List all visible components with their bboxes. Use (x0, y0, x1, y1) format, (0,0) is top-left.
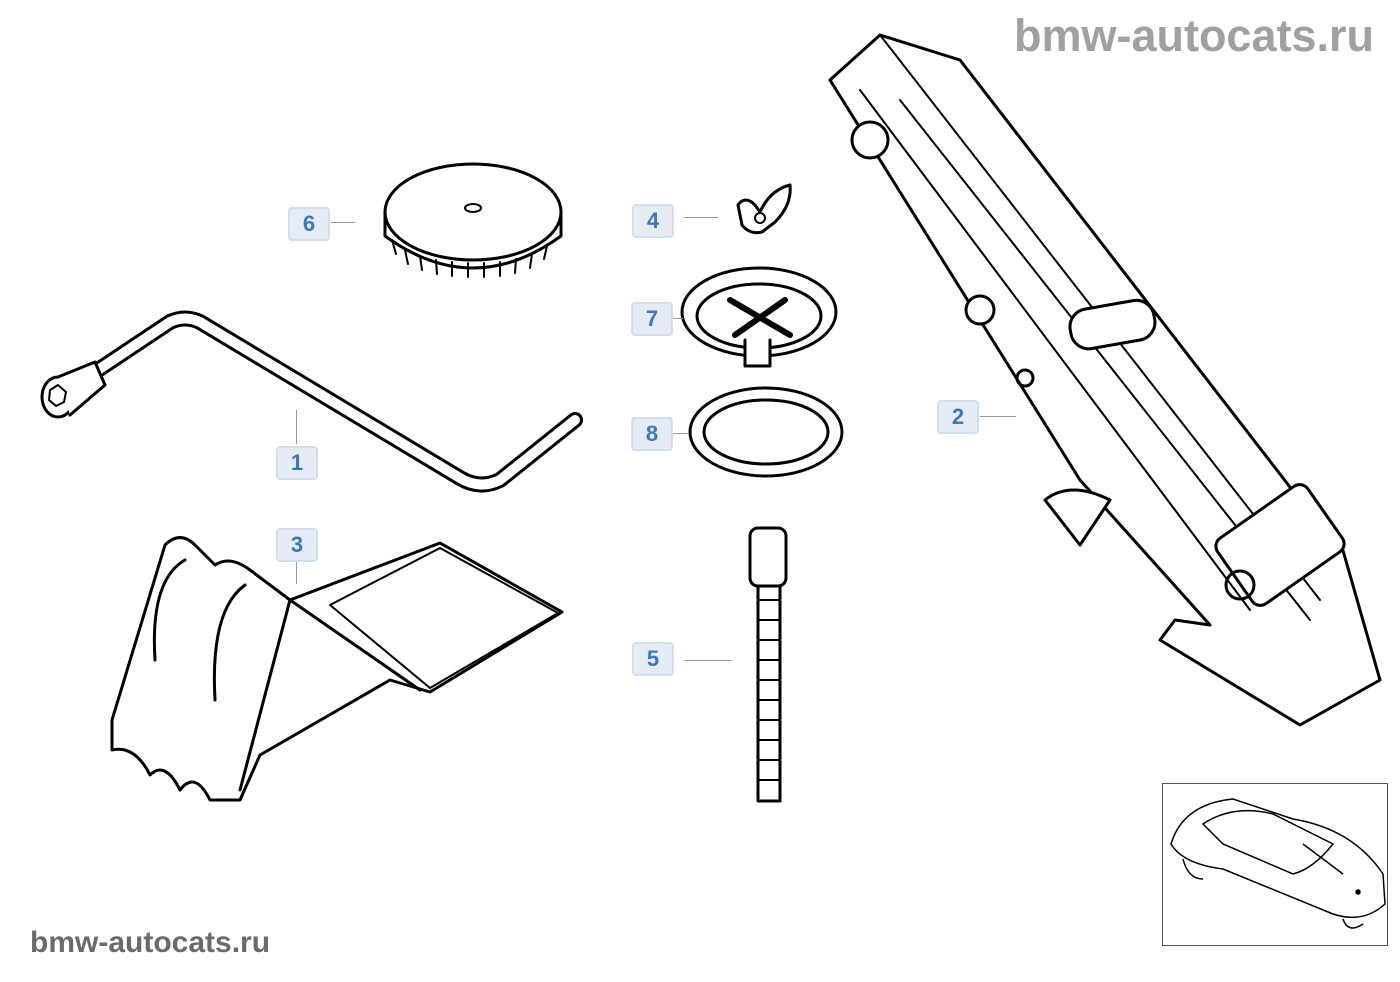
vehicle-thumbnail (1162, 783, 1388, 946)
watermark-bottom: bmw-autocats.ru (30, 926, 271, 959)
ring-drawing (688, 386, 844, 478)
jack-drawing (828, 33, 1382, 727)
leader-line (980, 416, 1016, 417)
callout-6[interactable]: 6 (288, 207, 330, 241)
watermark-top: bmw-autocats.ru (1013, 10, 1374, 61)
lug-wrench-drawing (40, 310, 583, 493)
car-icon (1170, 798, 1386, 929)
knurled-cap-drawing (383, 162, 563, 278)
leader-line (684, 217, 718, 218)
leader-line (673, 433, 689, 434)
leader-line (684, 660, 732, 661)
leader-line (296, 562, 297, 584)
callout-4[interactable]: 4 (632, 204, 674, 238)
callout-5[interactable]: 5 (632, 642, 674, 676)
holder-drawing (680, 266, 838, 368)
leader-line (296, 410, 297, 444)
callout-3[interactable]: 3 (276, 528, 318, 562)
callout-8[interactable]: 8 (631, 417, 673, 451)
wheel-chock-drawing (110, 536, 564, 802)
callout-2[interactable]: 2 (937, 400, 979, 434)
leader-line (331, 222, 355, 223)
callout-1[interactable]: 1 (276, 446, 318, 480)
bolt-drawing (748, 526, 788, 803)
leader-line (673, 318, 683, 319)
wing-nut-drawing (736, 183, 792, 235)
callout-7[interactable]: 7 (631, 302, 673, 336)
